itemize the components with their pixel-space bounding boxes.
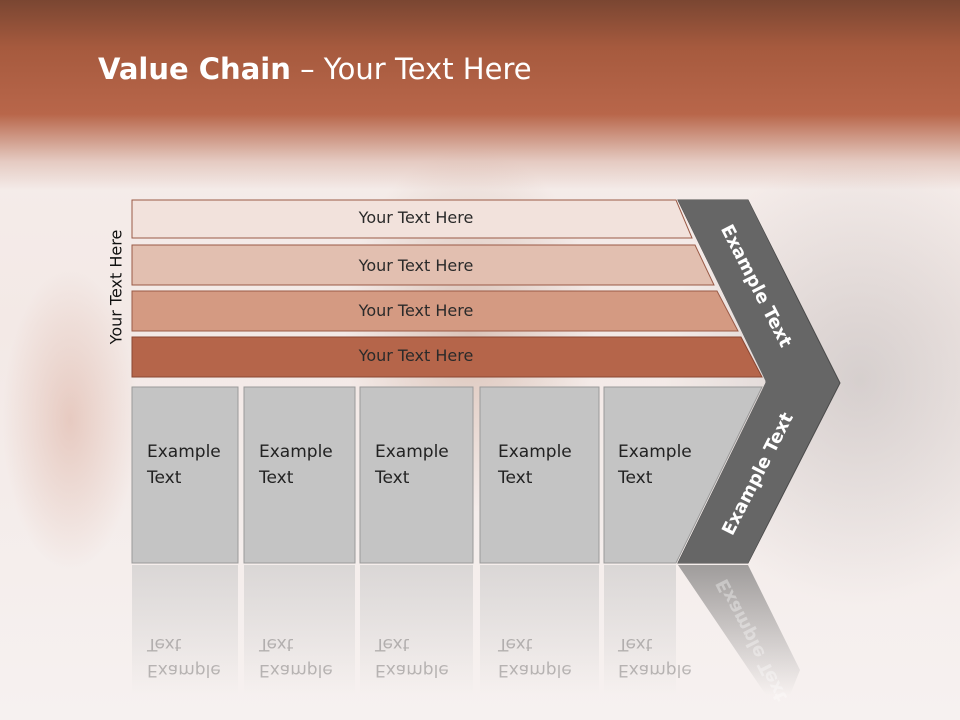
column-reflection-label-4: Example Text <box>498 631 572 683</box>
column-reflection-2 <box>244 565 355 695</box>
column-reflection-label-3: Example Text <box>375 631 449 683</box>
column-reflection-1 <box>132 565 238 695</box>
column-box-1[interactable] <box>131 386 239 564</box>
column-reflection-label-5-line1: Example <box>618 660 692 680</box>
column-label-1-line1: Example <box>147 442 221 462</box>
row-band-4[interactable] <box>131 336 763 378</box>
column-reflection-5 <box>604 565 676 695</box>
column-reflection-label-1: Example Text <box>147 631 221 683</box>
column-reflection-label-4-line1: Example <box>498 660 572 680</box>
column-box-2[interactable] <box>243 386 356 564</box>
column-box-4[interactable] <box>479 386 600 564</box>
column-label-4-line2: Text <box>498 468 533 488</box>
title-bold: Value Chain <box>98 52 291 86</box>
column-reflection-label-2-line1: Example <box>259 660 333 680</box>
column-reflection-label-1-line1: Example <box>147 660 221 680</box>
slide-title: Value Chain – Your Text Here <box>98 52 532 86</box>
header-band <box>0 0 960 190</box>
column-reflection-4 <box>480 565 599 695</box>
chevron-reflection <box>678 565 800 695</box>
row-band-3[interactable] <box>131 290 739 332</box>
column-reflection-3 <box>360 565 473 695</box>
row-label-2: Your Text Here <box>358 256 474 275</box>
column-label-4-line1: Example <box>498 442 572 462</box>
column-reflection-label-5: Example Text <box>618 631 692 683</box>
column-reflection-label-3-line2: Text <box>375 634 410 654</box>
row-label-4: Your Text Here <box>358 346 474 365</box>
column-reflection-label-5-line2: Text <box>618 634 653 654</box>
column-reflection-label-2-line2: Text <box>259 634 294 654</box>
column-reflection-label-2: Example Text <box>259 631 333 683</box>
column-reflection-label-1-line2: Text <box>147 634 182 654</box>
column-label-5-line2: Text <box>618 468 653 488</box>
column-label-5-line1: Example <box>618 442 692 462</box>
column-box-3[interactable] <box>359 386 474 564</box>
column-label-1-line2: Text <box>147 468 182 488</box>
chevron-shape <box>678 200 838 563</box>
column-box-5[interactable] <box>603 386 763 564</box>
row-band-2[interactable] <box>131 244 715 286</box>
column-label-3-line2: Text <box>375 468 410 488</box>
column-label-3-line1: Example <box>375 442 449 462</box>
column-reflection-label-4-line2: Text <box>498 634 533 654</box>
column-reflection-label-3-line1: Example <box>375 660 449 680</box>
row-label-1: Your Text Here <box>358 208 474 227</box>
row-label-3: Your Text Here <box>358 301 474 320</box>
column-label-2-line1: Example <box>259 442 333 462</box>
title-rest: – Your Text Here <box>290 52 532 86</box>
column-label-2-line2: Text <box>259 468 294 488</box>
row-band-1[interactable] <box>131 199 693 239</box>
